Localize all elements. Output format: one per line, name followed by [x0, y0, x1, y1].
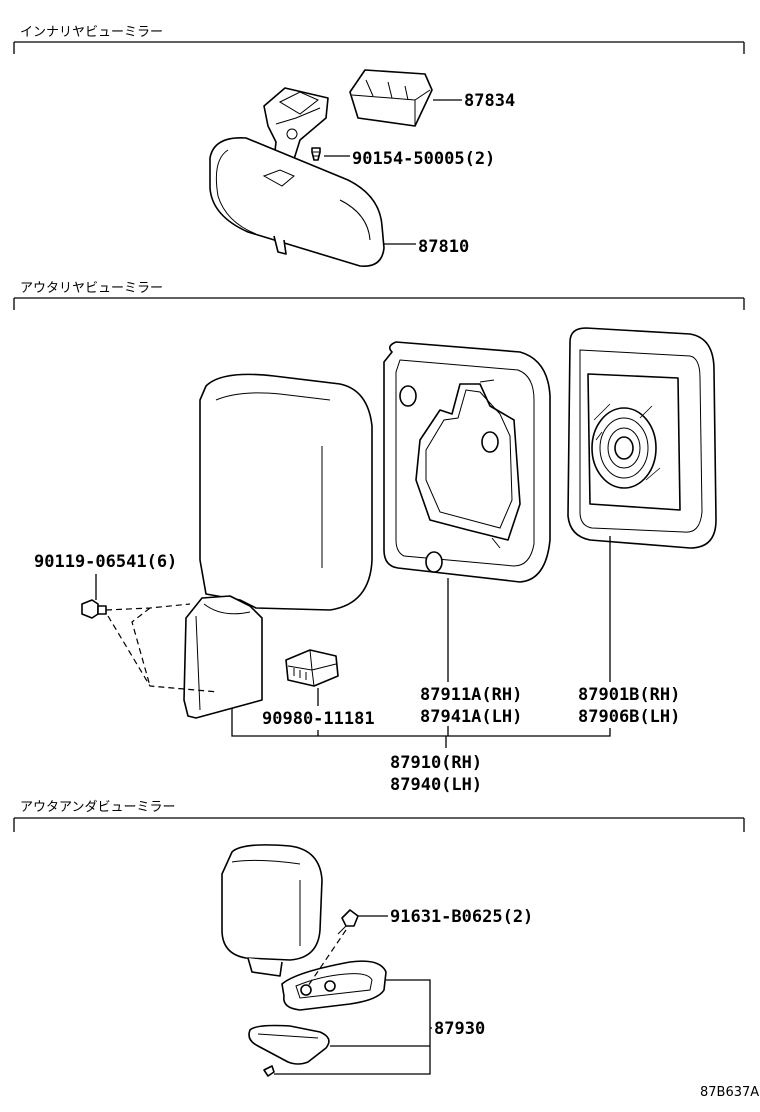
outer-mirror-glass-87901B [567, 327, 717, 549]
section-divider-under [13, 817, 745, 832]
inner-mirror-cover-87834 [349, 69, 433, 127]
under-mirror-base [281, 960, 387, 1011]
part-label-87834[interactable]: 87834 [464, 91, 515, 111]
part-label-91631-B0625[interactable]: 91631-B0625(2) [390, 907, 533, 927]
illustration-reference-code: 87B637A [700, 1085, 759, 1100]
inner-mirror-87810 [209, 137, 385, 267]
under-mirror-screw [337, 909, 359, 935]
section-title-inner-mirror: インナリヤビューミラー [20, 25, 163, 40]
part-label-90119-06541[interactable]: 90119-06541(6) [34, 552, 177, 572]
part-label-87941A-lh[interactable]: 87941A(LH) [420, 707, 522, 727]
inner-mirror-screw [311, 147, 321, 161]
part-label-87901B-rh[interactable]: 87901B(RH) [578, 685, 680, 705]
assembly-bracket-87910 [231, 708, 611, 748]
part-label-87940-lh[interactable]: 87940(LH) [390, 775, 482, 795]
under-mirror-head [221, 844, 323, 977]
part-label-87906B-lh[interactable]: 87906B(LH) [578, 707, 680, 727]
assembly-bracket-87930 [274, 979, 432, 1075]
outer-mirror-housing-87911A [383, 341, 551, 583]
part-label-90154-50005[interactable]: 90154-50005(2) [352, 149, 495, 169]
stay-mount-dashed-outline [105, 603, 219, 693]
outer-mirror-screw [81, 599, 107, 619]
part-label-87810[interactable]: 87810 [418, 237, 469, 257]
under-mirror-screw-dashed-path [307, 929, 347, 987]
outer-mirror-connector [285, 649, 339, 687]
section-title-under-mirror: アウタアンダビューミラー [20, 800, 175, 815]
part-label-90980-11181[interactable]: 90980-11181 [262, 709, 375, 729]
outer-mirror-stay [183, 595, 263, 719]
under-mirror-cover [248, 1024, 330, 1065]
part-label-87910-rh[interactable]: 87910(RH) [390, 753, 482, 773]
part-label-87930[interactable]: 87930 [434, 1019, 485, 1039]
section-divider-outer [13, 297, 745, 310]
section-title-outer-mirror: アウタリヤビューミラー [20, 281, 163, 296]
section-divider-inner [13, 41, 745, 54]
outer-mirror-head [199, 373, 373, 611]
part-label-87911A-rh[interactable]: 87911A(RH) [420, 685, 522, 705]
under-mirror-small-screw [263, 1065, 275, 1077]
